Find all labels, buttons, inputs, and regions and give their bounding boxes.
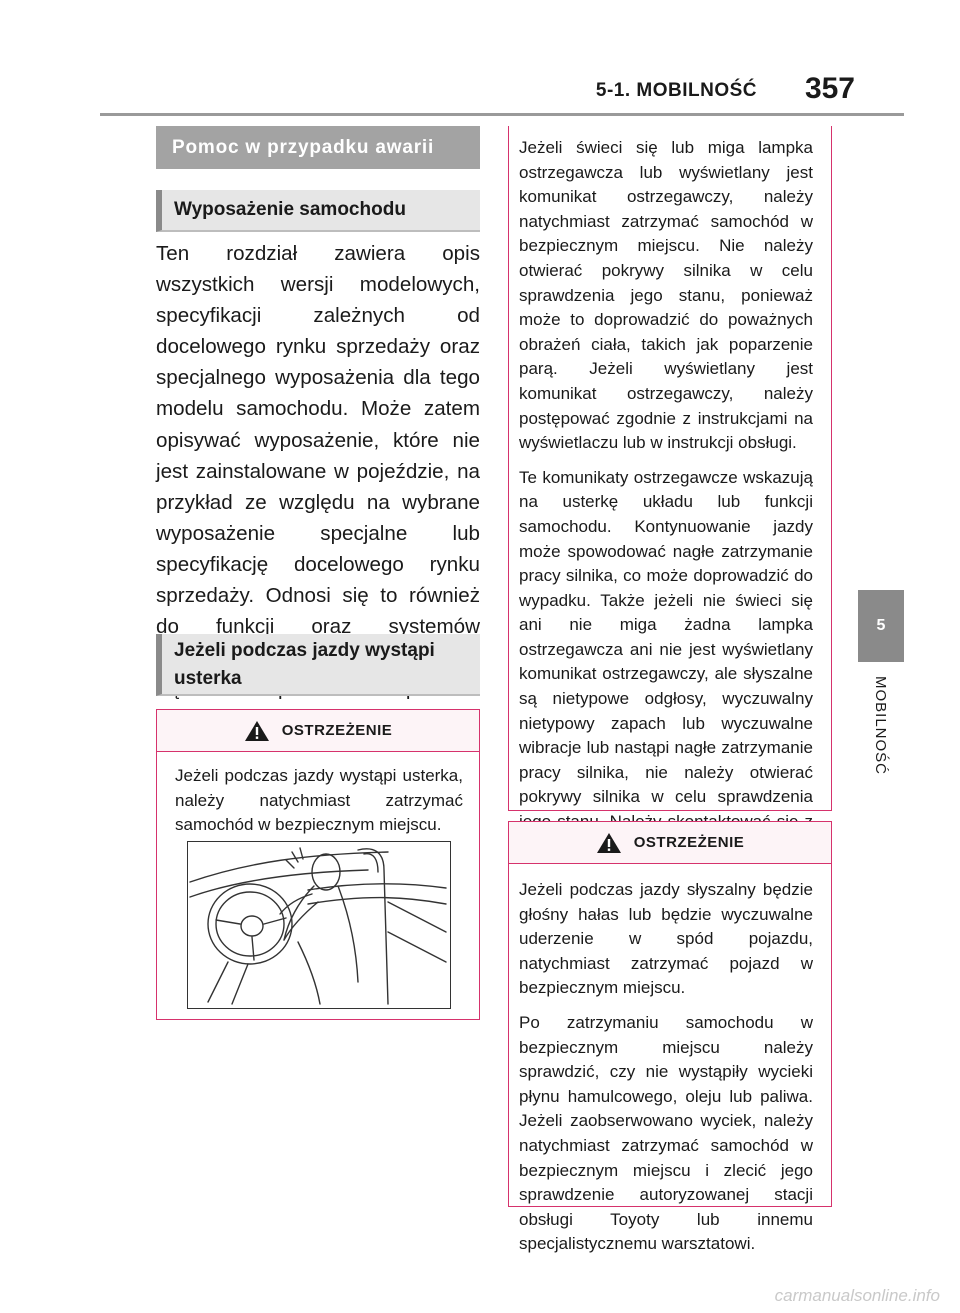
subheading-equipment: Wyposażenie samochodu <box>156 190 480 232</box>
warning-text: Jeżeli podczas jazdy wystąpi usterka, na… <box>175 766 463 835</box>
section-title: 5-1. MOBILNOŚĆ <box>595 80 757 101</box>
header-divider <box>100 113 904 116</box>
warning-header: OSTRZEŻENIE <box>157 710 479 752</box>
chapter-label: MOBILNOŚĆ <box>872 676 889 776</box>
main-heading-text: Pomoc w przypadku awarii <box>172 136 435 158</box>
subheading-failure-text: Jeżeli podczas jazdy wystąpi usterka <box>174 640 435 689</box>
warning-box-continued: Jeżeli świeci się lub miga lampka ostrze… <box>508 126 832 905</box>
warning-cont-paragraph-1: Jeżeli świeci się lub miga lampka ostrze… <box>519 138 813 453</box>
warning-header: OSTRZEŻENIE <box>509 822 831 864</box>
chapter-number: 5 <box>876 617 886 634</box>
main-heading: Pomoc w przypadku awarii <box>156 126 480 169</box>
warning-triangle-icon <box>244 720 269 741</box>
warning-box-left: OSTRZEŻENIE Jeżeli podczas jazdy wystąpi… <box>156 709 480 1020</box>
warning-heading-text: OSTRZEŻENIE <box>281 722 393 739</box>
illustration-drawing <box>189 847 447 1005</box>
chapter-tab: 5 <box>858 590 904 662</box>
subheading-failure: Jeżeli podczas jazdy wystąpi usterka <box>156 634 480 696</box>
warning-2-paragraph-2: Po zatrzymaniu samochodu w bezpiecznym m… <box>519 1012 813 1254</box>
warning-2-paragraph-1: Jeżeli podczas jazdy słyszalny będzie gł… <box>519 880 813 998</box>
watermark: carmanualsonline.info <box>774 1286 940 1305</box>
warning-box-right: OSTRZEŻENIE Jeżeli podczas jazdy słyszal… <box>508 821 832 1253</box>
subheading-equipment-text: Wyposażenie samochodu <box>174 199 406 220</box>
driver-alarmed-illustration <box>187 841 451 1009</box>
chapter-label-container: MOBILNOŚĆ <box>858 676 904 806</box>
page-number: 357 <box>804 72 855 105</box>
warning-heading-text: OSTRZEŻENIE <box>633 834 745 851</box>
warning-triangle-icon <box>596 832 621 853</box>
